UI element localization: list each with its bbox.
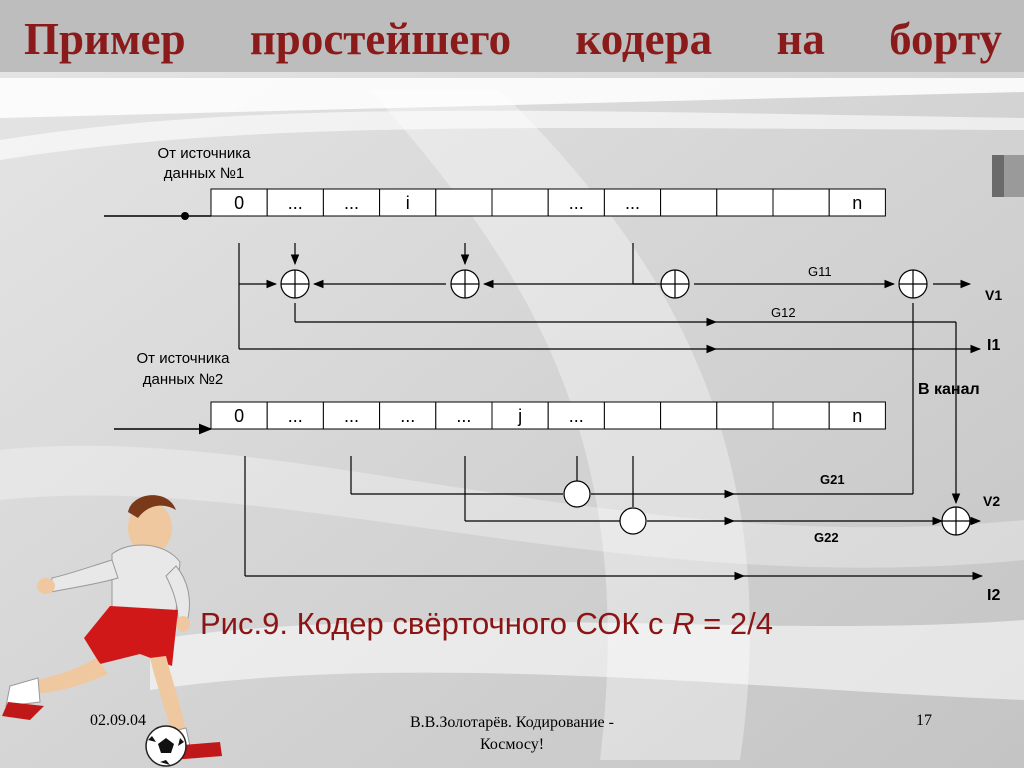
source1-label-line1: От источника [157,145,251,162]
input1-dot [181,212,189,220]
register1-cell [828,188,886,217]
register1-cell [547,188,605,217]
boot-left [2,702,44,720]
output-i2: I2 [987,587,1000,604]
register2-cell [772,401,830,430]
title-word-4: на [776,14,825,64]
register1-cell [266,188,324,217]
register2-cell [435,401,493,430]
register1-wiring [238,243,982,505]
register1-cell-label: ... [569,193,584,213]
soccer-player-illustration [2,495,222,767]
register1-cell-label: n [852,193,862,213]
register2-cell-label: ... [344,406,359,426]
footer-author: В.В.Золотарёв. Кодирование - Космосу! [382,712,642,756]
nodes-register2 [563,480,971,536]
register2-cell-label: n [852,406,862,426]
shift-register-2: 0............ j... n [210,401,886,430]
leg-right [150,656,186,736]
title-word-5: борту [889,14,1002,64]
shorts [84,606,178,666]
g11-label: G11 [808,264,832,279]
g21-label: G21 [820,472,845,487]
register2-cell [828,401,886,430]
register1-cell [603,188,662,217]
leg-left [34,658,108,694]
g12-label: G12 [771,305,796,320]
footer-author-line2: Космосу! [479,736,545,753]
source2-label-line1: От источника [136,350,230,367]
register2-cell-label: ... [400,406,415,426]
register1-cell [772,188,830,217]
output-v1: V1 [985,287,1002,303]
output-i1: I1 [987,337,1000,354]
source2-label-line2: данных №2 [143,371,224,388]
register1-cell [716,188,774,217]
footer-author-line1: В.В.Золотарёв. Кодирование - [410,714,614,731]
register2-cell-label: ... [456,406,471,426]
register2-wiring [244,456,984,581]
footer-date: 02.09.04 [90,712,146,729]
caption-suffix: = 2/4 [694,606,773,641]
hand-left [37,578,55,594]
sock-left [5,677,41,707]
register1-cell-label: ... [344,193,359,213]
caption-r-symbol: R [672,606,695,641]
register2-cell-label: j [517,406,522,426]
shift-register-1: 0...... i...... n [210,188,886,217]
source1-label-line2: данных №1 [164,165,245,182]
register2-cell [379,401,437,430]
title-word-3: кодера [575,14,713,64]
caption-prefix: Рис.9. Кодер свёрточного СОК с [200,606,673,641]
arm-left [49,559,119,593]
adders-register1 [280,269,928,299]
g22-label: G22 [814,530,839,545]
register1-cell [660,188,718,217]
register1-cell [435,188,493,217]
register1-cell [379,188,437,217]
register2-cell-label: ... [569,406,584,426]
adder-g21 [563,480,591,508]
register1-cell-label: i [406,193,410,213]
register1-cell [210,188,268,217]
register1-cell-label: 0 [234,193,244,213]
footer-page-number: 17 [916,712,932,729]
register2-cell-label: 0 [234,406,244,426]
register2-cell [322,401,381,430]
register2-cell-label: ... [288,406,303,426]
register1-cell [322,188,381,217]
title-word-2: простейшего [249,14,512,64]
register1-cell-label: ... [625,193,640,213]
slide-title: Пример простейшего кодера на борту [0,6,1024,72]
register2-cell [210,401,268,430]
register2-cell [716,401,774,430]
register2-cell [603,401,662,430]
hand-right [176,616,190,632]
register1-cell [491,188,549,217]
hair [128,495,176,518]
register2-cell [660,401,718,430]
channel-label: В канал [918,381,980,398]
register2-cell [547,401,605,430]
adder-g22 [619,507,647,535]
output-v2: V2 [983,493,1000,509]
figure-caption: Рис.9. Кодер свёрточного СОК с R = 2/4 [200,606,773,642]
title-word-1: Пример [24,14,186,64]
register1-cell-label: ... [288,193,303,213]
